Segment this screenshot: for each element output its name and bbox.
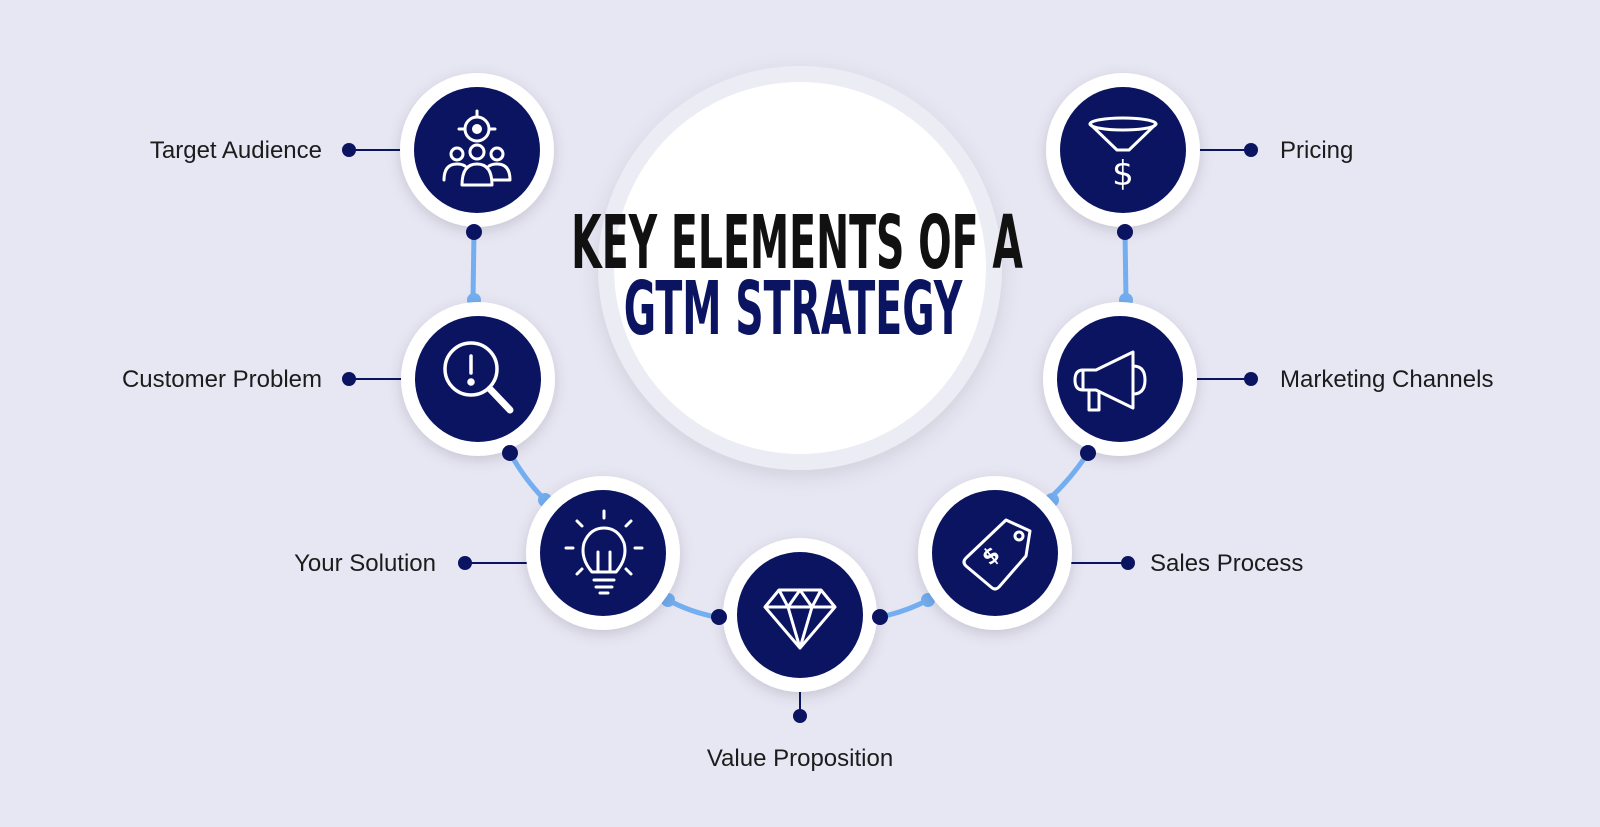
label-target-audience: Target Audience [150, 137, 322, 164]
svg-text:$: $ [1112, 154, 1134, 194]
connector-solution-to-value [665, 597, 719, 620]
label-your-solution: Your Solution [294, 550, 436, 577]
label-value-proposition: Value Proposition [707, 745, 893, 772]
megaphone-icon [1073, 350, 1147, 412]
problem-search-icon [443, 341, 514, 414]
label-customer-problem: Customer Problem [122, 366, 322, 393]
node-customer-problem: Customer Problem [122, 302, 555, 461]
funnel-dollar-icon: $ [1088, 116, 1158, 194]
target-audience-icon [442, 109, 512, 187]
connector-sales-to-marketing [1045, 450, 1091, 503]
node-value-proposition: Value Proposition [707, 538, 893, 772]
connector-marketing-to-pricing [1122, 229, 1129, 303]
label-pricing: Pricing [1280, 137, 1353, 164]
center-circle: KEY ELEMENTS OF A GTM STRATEGY [571, 66, 1023, 470]
node-pricing: $ Pricing [1046, 73, 1353, 240]
lightbulb-icon [564, 509, 644, 595]
title-line2: GTM STRATEGY [624, 267, 963, 353]
connector-target-to-problem [470, 229, 477, 303]
label-sales-process: Sales Process [1150, 550, 1303, 577]
connector-problem-to-solution [507, 450, 548, 503]
node-sales-process: $ Sales Process [918, 476, 1303, 630]
title-line1: KEY ELEMENTS OF A [571, 201, 1023, 287]
label-marketing-channels: Marketing Channels [1280, 366, 1493, 393]
diamond-icon [763, 588, 837, 650]
node-target-audience: Target Audience [150, 73, 554, 240]
node-your-solution: Your Solution [294, 476, 680, 630]
node-marketing-channels: Marketing Channels [1043, 302, 1493, 461]
